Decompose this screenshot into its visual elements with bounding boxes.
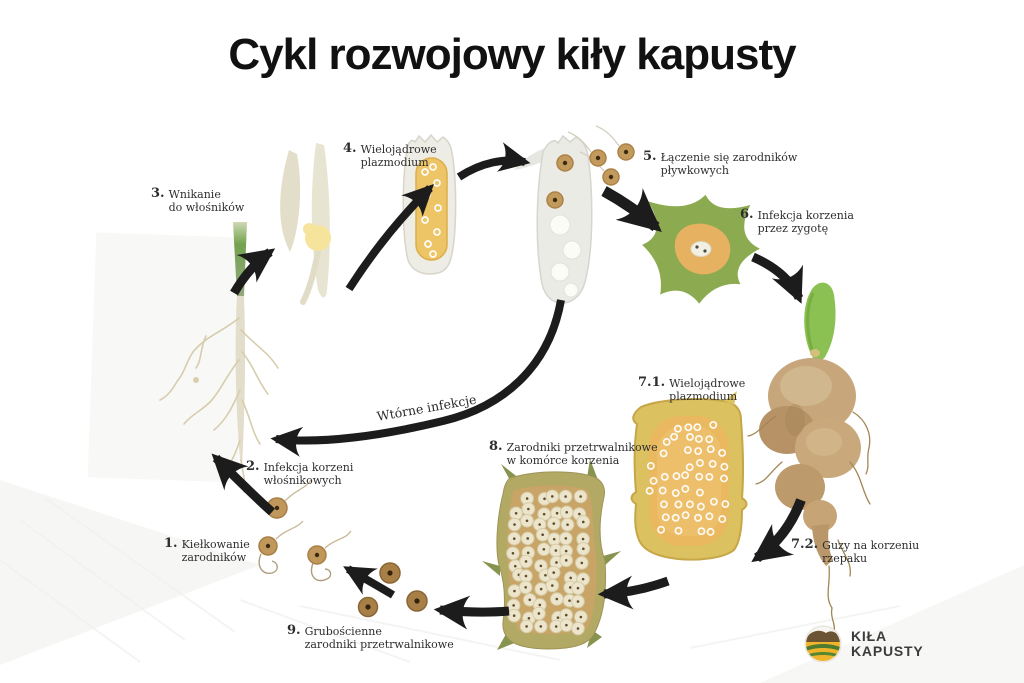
step-number: 2. [246, 459, 260, 474]
arrow-amoeba-to-cell4 [345, 184, 434, 292]
kila-kapusty-logo-icon [804, 625, 842, 663]
label-step-3: 3. Wnikanie do włośników [151, 186, 244, 215]
logo-line-1: KIŁA [851, 628, 887, 645]
label-step-9: 9. Grubościenne zarodniki przetrwalnikow… [287, 623, 454, 652]
logo-line-2: KAPUSTY [851, 643, 924, 659]
amoeba [303, 223, 331, 251]
resting-spore-cell [482, 459, 621, 650]
step-text: Grubościenne zarodniki przetrwalnikowe [304, 625, 454, 652]
step-number: 8. [489, 439, 503, 454]
label-step-6: 6. Infekcja korzenia przez zygotę [740, 207, 854, 236]
arrow-2-to-root [211, 453, 275, 516]
root-hair-closeup [280, 143, 331, 305]
arrow-cell6-to-sprout [751, 252, 804, 304]
arrow-secondary-infection [270, 299, 565, 457]
step-number: 5. [643, 149, 657, 164]
step-text: Kiełkowanie zarodników [181, 538, 250, 565]
zoosporangium [514, 125, 635, 304]
page-title: Cykl rozwojowy kiły kapusty [228, 30, 796, 79]
arrow-cell8-to-spores [433, 595, 510, 630]
step-number: 7.2. [791, 537, 819, 552]
step-number: 6. [740, 207, 754, 222]
step-number: 3. [151, 186, 165, 201]
gall-root [747, 282, 871, 633]
label-step-7-1: 7.1. Wielojądrowe plazmodium [638, 375, 745, 404]
plasmodium-cell [630, 391, 748, 561]
step-text: Wielojądrowe plazmodium [360, 143, 437, 170]
step-text: Infekcja korzenia przez zygotę [757, 209, 854, 236]
arrow-root-to-71 [751, 498, 806, 563]
step-text: Infekcja korzeni włośnikowych [263, 461, 354, 488]
label-step-4: 4. Wielojądrowe plazmodium [343, 141, 437, 170]
step-text: Guzy na korzeniu rzepaku [822, 539, 920, 566]
label-step-5: 5. Łączenie się zarodników pływkowych [643, 149, 797, 178]
label-step-2: 2. Infekcja korzeni włośnikowych [246, 459, 353, 488]
arrow-sporangium-to-cell6 [601, 186, 662, 233]
label-step-1: 1. Kiełkowanie zarodników [164, 536, 250, 565]
released-spores [357, 562, 428, 618]
step-text: Łączenie się zarodników pływkowych [660, 151, 798, 178]
arrow-cell4-to-sporangium [456, 142, 531, 181]
arrow-root-to-hairs [230, 248, 276, 296]
step-number: 9. [287, 623, 301, 638]
step-number: 1. [164, 536, 178, 551]
zygote [690, 241, 712, 257]
step-text: Wielojądrowe plazmodium [669, 377, 746, 404]
step-text: Zarodniki przetrwalnikowe w komórce korz… [506, 441, 658, 468]
logo: KIŁA KAPUSTY [804, 625, 924, 663]
arrow-to-cell8 [597, 575, 670, 610]
zoospores [546, 125, 635, 209]
logo-text: KIŁA KAPUSTY [851, 629, 924, 658]
cycle-arrows [211, 142, 806, 630]
step-number: 4. [343, 141, 357, 156]
arrow-spores-to-germination [343, 565, 396, 599]
step-number: 7.1. [638, 375, 666, 390]
label-step-8: 8. Zarodniki przetrwalnikowe w komórce k… [489, 439, 658, 468]
label-step-7-2: 7.2. Guzy na korzeniu rzepaku [791, 537, 919, 566]
infected-root-cell [642, 194, 760, 304]
step-text: Wnikanie do włośników [168, 188, 245, 215]
germinating-spores [258, 479, 352, 582]
